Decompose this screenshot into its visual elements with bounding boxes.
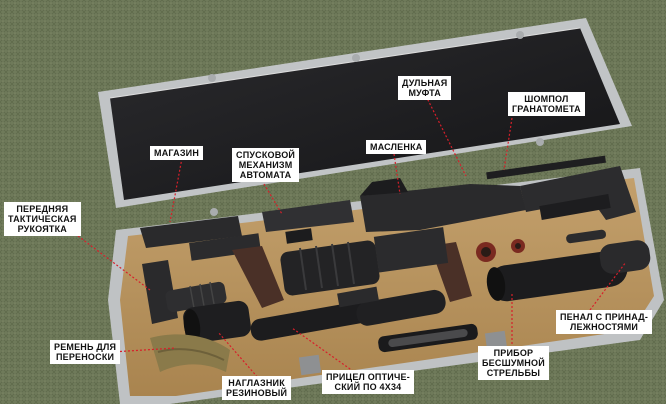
optical-scope bbox=[250, 286, 446, 341]
oiler bbox=[566, 229, 606, 244]
label-silencer: ПРИБОР БЕСШУМНОЙ СТРЕЛЬБЫ bbox=[478, 346, 549, 380]
pistol-grip bbox=[232, 246, 284, 308]
label-sling: РЕМЕНЬ ДЛЯ ПЕРЕНОСКИ bbox=[50, 340, 121, 364]
label-rubber-eyecup: НАГЛАЗНИК РЕЗИНОВЫЙ bbox=[222, 376, 292, 400]
label-muzzle-device: ДУЛЬНАЯ МУФТА bbox=[398, 76, 452, 100]
silencer bbox=[488, 250, 628, 302]
label-magazine: МАГАЗИН bbox=[150, 146, 204, 160]
magazine bbox=[140, 216, 242, 248]
pointer-lines bbox=[77, 95, 627, 381]
accessory-pouch bbox=[599, 240, 651, 274]
sling bbox=[150, 334, 230, 372]
label-accessory-pouch: ПЕНАЛ С ПРИНАД- ЛЕЖНОСТЯМИ bbox=[556, 310, 653, 334]
receiver bbox=[360, 184, 526, 232]
ramrod bbox=[486, 155, 606, 180]
trigger-mechanism bbox=[262, 200, 354, 232]
label-trigger-mechanism: СПУСКОВОЙ МЕХАНИЗМ АВТОМАТА bbox=[232, 148, 300, 182]
label-tactical-grip: ПЕРЕДНЯЯ ТАКТИЧЕСКАЯ РУКОЯТКА bbox=[4, 202, 81, 236]
weapon-parts bbox=[140, 155, 651, 372]
label-optical-scope: ПРИЦЕЛ ОПТИЧЕ- СКИЙ ПО 4Х34 bbox=[322, 370, 414, 394]
label-oiler: МАСЛЕНКА bbox=[366, 140, 427, 154]
label-ramrod: ШОМПОЛ ГРАНАТОМЕТА bbox=[508, 92, 585, 116]
